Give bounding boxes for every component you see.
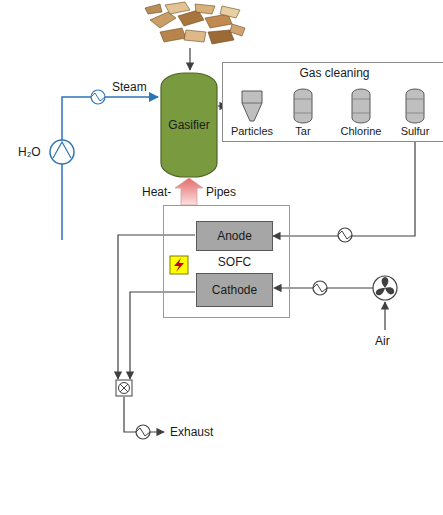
mixer-symbol <box>119 383 130 394</box>
vessel-shape <box>406 99 424 113</box>
heat-pipe-label: Heat- <box>142 185 171 199</box>
gas-cleaning-panel: Gas cleaningParticles Tar Chlorine Sulfur <box>222 62 443 142</box>
node-label: Tar <box>291 125 315 138</box>
electrode-box: Anode <box>196 221 273 251</box>
vessel-shape <box>352 99 370 113</box>
cleaning-vessel: Tar <box>291 87 315 139</box>
cyclone-shape <box>227 87 277 125</box>
gasifier-shape <box>161 73 217 177</box>
cleaning-vessel: Chlorine <box>337 87 385 139</box>
fan-symbol <box>373 276 397 300</box>
biomass-chips <box>145 2 245 44</box>
vessel-shape <box>294 89 312 123</box>
cleaning-vessel: Sulfur <box>393 87 437 139</box>
heat-exchanger-symbol <box>338 228 352 242</box>
gasifier-vessel: Gasifier <box>160 72 218 178</box>
wood-chip <box>145 4 162 14</box>
feed-arrow <box>189 48 190 70</box>
wood-chip <box>184 30 206 42</box>
electrode-box: Cathode <box>196 273 273 307</box>
gas-flow-line <box>273 139 415 236</box>
anode-exhaust-line <box>118 235 195 379</box>
node-label: Chlorine <box>337 125 385 138</box>
air-inlet-line <box>384 302 385 330</box>
pump-symbol <box>50 140 74 164</box>
stream-label: Steam <box>112 80 147 94</box>
heat-pipe-arrow <box>175 178 203 205</box>
sofc-stack-box: SOFC AnodeCathode <box>163 205 290 318</box>
cyclone-shape <box>242 103 262 104</box>
steam-line <box>62 97 158 240</box>
cyclone-vessel: Particles <box>227 87 277 139</box>
wood-chip <box>230 24 245 36</box>
node-label: Particles <box>227 125 277 138</box>
fan-symbol <box>376 277 394 295</box>
vessel-shape <box>294 99 312 113</box>
panel-title: Gas cleaning <box>223 66 443 80</box>
pump-symbol <box>53 142 71 158</box>
electric-output-symbol <box>170 256 188 274</box>
heat-exchanger-symbol <box>136 425 150 439</box>
wood-chip <box>150 12 176 28</box>
stream-label: Air <box>375 334 390 348</box>
vessel-shape <box>352 89 370 123</box>
heat-exchanger-symbol <box>313 281 327 295</box>
wood-chip <box>160 28 186 42</box>
vessel-shape <box>406 89 424 123</box>
wood-chip <box>220 6 240 18</box>
stream-label: H₂O <box>18 145 41 159</box>
heat-exchanger-symbol <box>91 90 105 104</box>
mixer-symbol <box>116 380 132 396</box>
mixer-symbol <box>120 384 128 392</box>
vessel-shape <box>337 87 385 125</box>
vessel-shape <box>393 87 437 125</box>
heat-pipe-label: Pipes <box>206 185 236 199</box>
vessel-shape <box>291 87 315 125</box>
node-label: Sulfur <box>393 125 437 138</box>
wood-chip <box>165 2 190 14</box>
node-label: SOFC <box>196 255 273 269</box>
wood-chip <box>195 4 215 14</box>
lightning-symbol <box>174 258 184 272</box>
node-label: Cathode <box>212 283 257 297</box>
stream-label: Exhaust <box>170 425 213 439</box>
cyclone-shape <box>242 91 262 121</box>
node-label: Anode <box>217 229 252 243</box>
node-label: Gasifier <box>168 118 209 132</box>
